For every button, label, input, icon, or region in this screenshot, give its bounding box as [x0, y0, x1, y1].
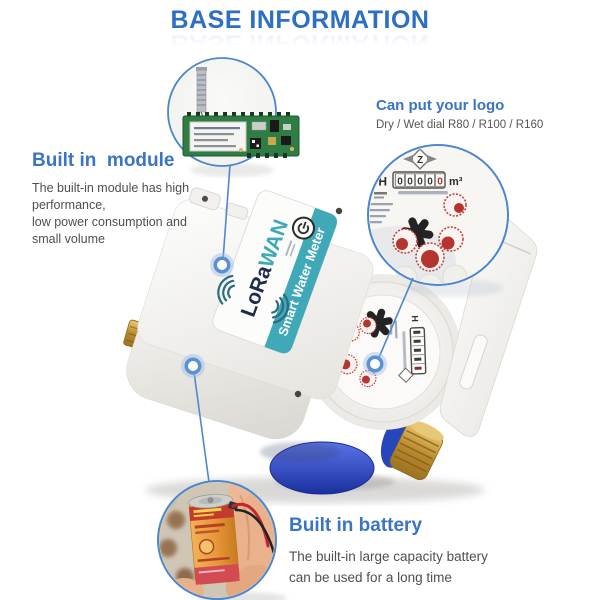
screw-icon — [294, 390, 302, 398]
logo-description: Dry / Wet dial R80 / R100 / R160 — [376, 119, 544, 131]
battery-callout-circle — [157, 480, 287, 600]
spec-text-lines — [369, 203, 393, 224]
radio-waves-icon — [217, 274, 290, 324]
brass-fitting-right — [389, 420, 444, 481]
logo-heading: Can put your logo — [376, 97, 505, 114]
dial-unit: m³ — [449, 176, 463, 188]
callout-anchor-dots — [181, 253, 387, 378]
dial-h-label: H — [378, 175, 387, 189]
module-description: The built-in module has high performance… — [32, 181, 190, 246]
module-callout-circle — [167, 57, 300, 177]
callout-dot-module — [210, 253, 234, 277]
meter-housing: Smart Water Meter LoRaWAN — [126, 187, 374, 440]
maker-logo-diamond: Z — [403, 148, 437, 170]
callout-line-dial — [376, 277, 414, 363]
callout-line-module — [222, 164, 231, 261]
battery-cell — [188, 493, 240, 585]
background-blur — [159, 490, 194, 586]
odometer-digit: 0 — [427, 177, 433, 188]
screw-icon — [201, 195, 208, 202]
title-block: BASE INFORMATION BASE INFORMATION — [0, 6, 600, 58]
odometer-digit: 0 — [397, 177, 403, 188]
base-shadow — [260, 442, 340, 462]
screw-icon — [335, 207, 343, 215]
maker-logo-letter: Z — [417, 155, 423, 166]
antenna-coil-icon — [196, 67, 209, 122]
maker-text-line — [398, 191, 448, 195]
power-icon — [291, 216, 315, 240]
red-wire — [231, 502, 270, 548]
battery-heading: Built in battery — [289, 515, 423, 536]
label-fine-print — [285, 240, 293, 257]
callout-line-battery — [193, 371, 210, 483]
odometer-digit: 0 — [417, 177, 423, 188]
page-title: BASE INFORMATION — [170, 6, 430, 34]
face-maker-logo — [398, 367, 414, 383]
red-subdials — [392, 193, 467, 272]
odometer-digit: 0 — [407, 177, 413, 188]
label-fine-print — [289, 243, 296, 257]
callout-dot-battery — [181, 354, 205, 378]
callout-lines — [193, 164, 414, 483]
page-title-reflection: BASE INFORMATION — [170, 29, 430, 58]
module-heading: Built in module — [32, 150, 175, 171]
face-h-mark: H — [410, 315, 420, 322]
odometer-digit: 0 — [437, 177, 443, 188]
cert-mark — [374, 192, 387, 195]
callout-dot-dial — [363, 352, 387, 376]
qr-code-icon — [250, 138, 261, 149]
black-wire — [234, 508, 275, 555]
odometer: 0 0 0 0 0 — [392, 171, 446, 189]
battery-description: The built-in large capacity battery can … — [289, 549, 488, 585]
cert-mark — [374, 196, 384, 199]
pcb-module — [182, 112, 300, 158]
